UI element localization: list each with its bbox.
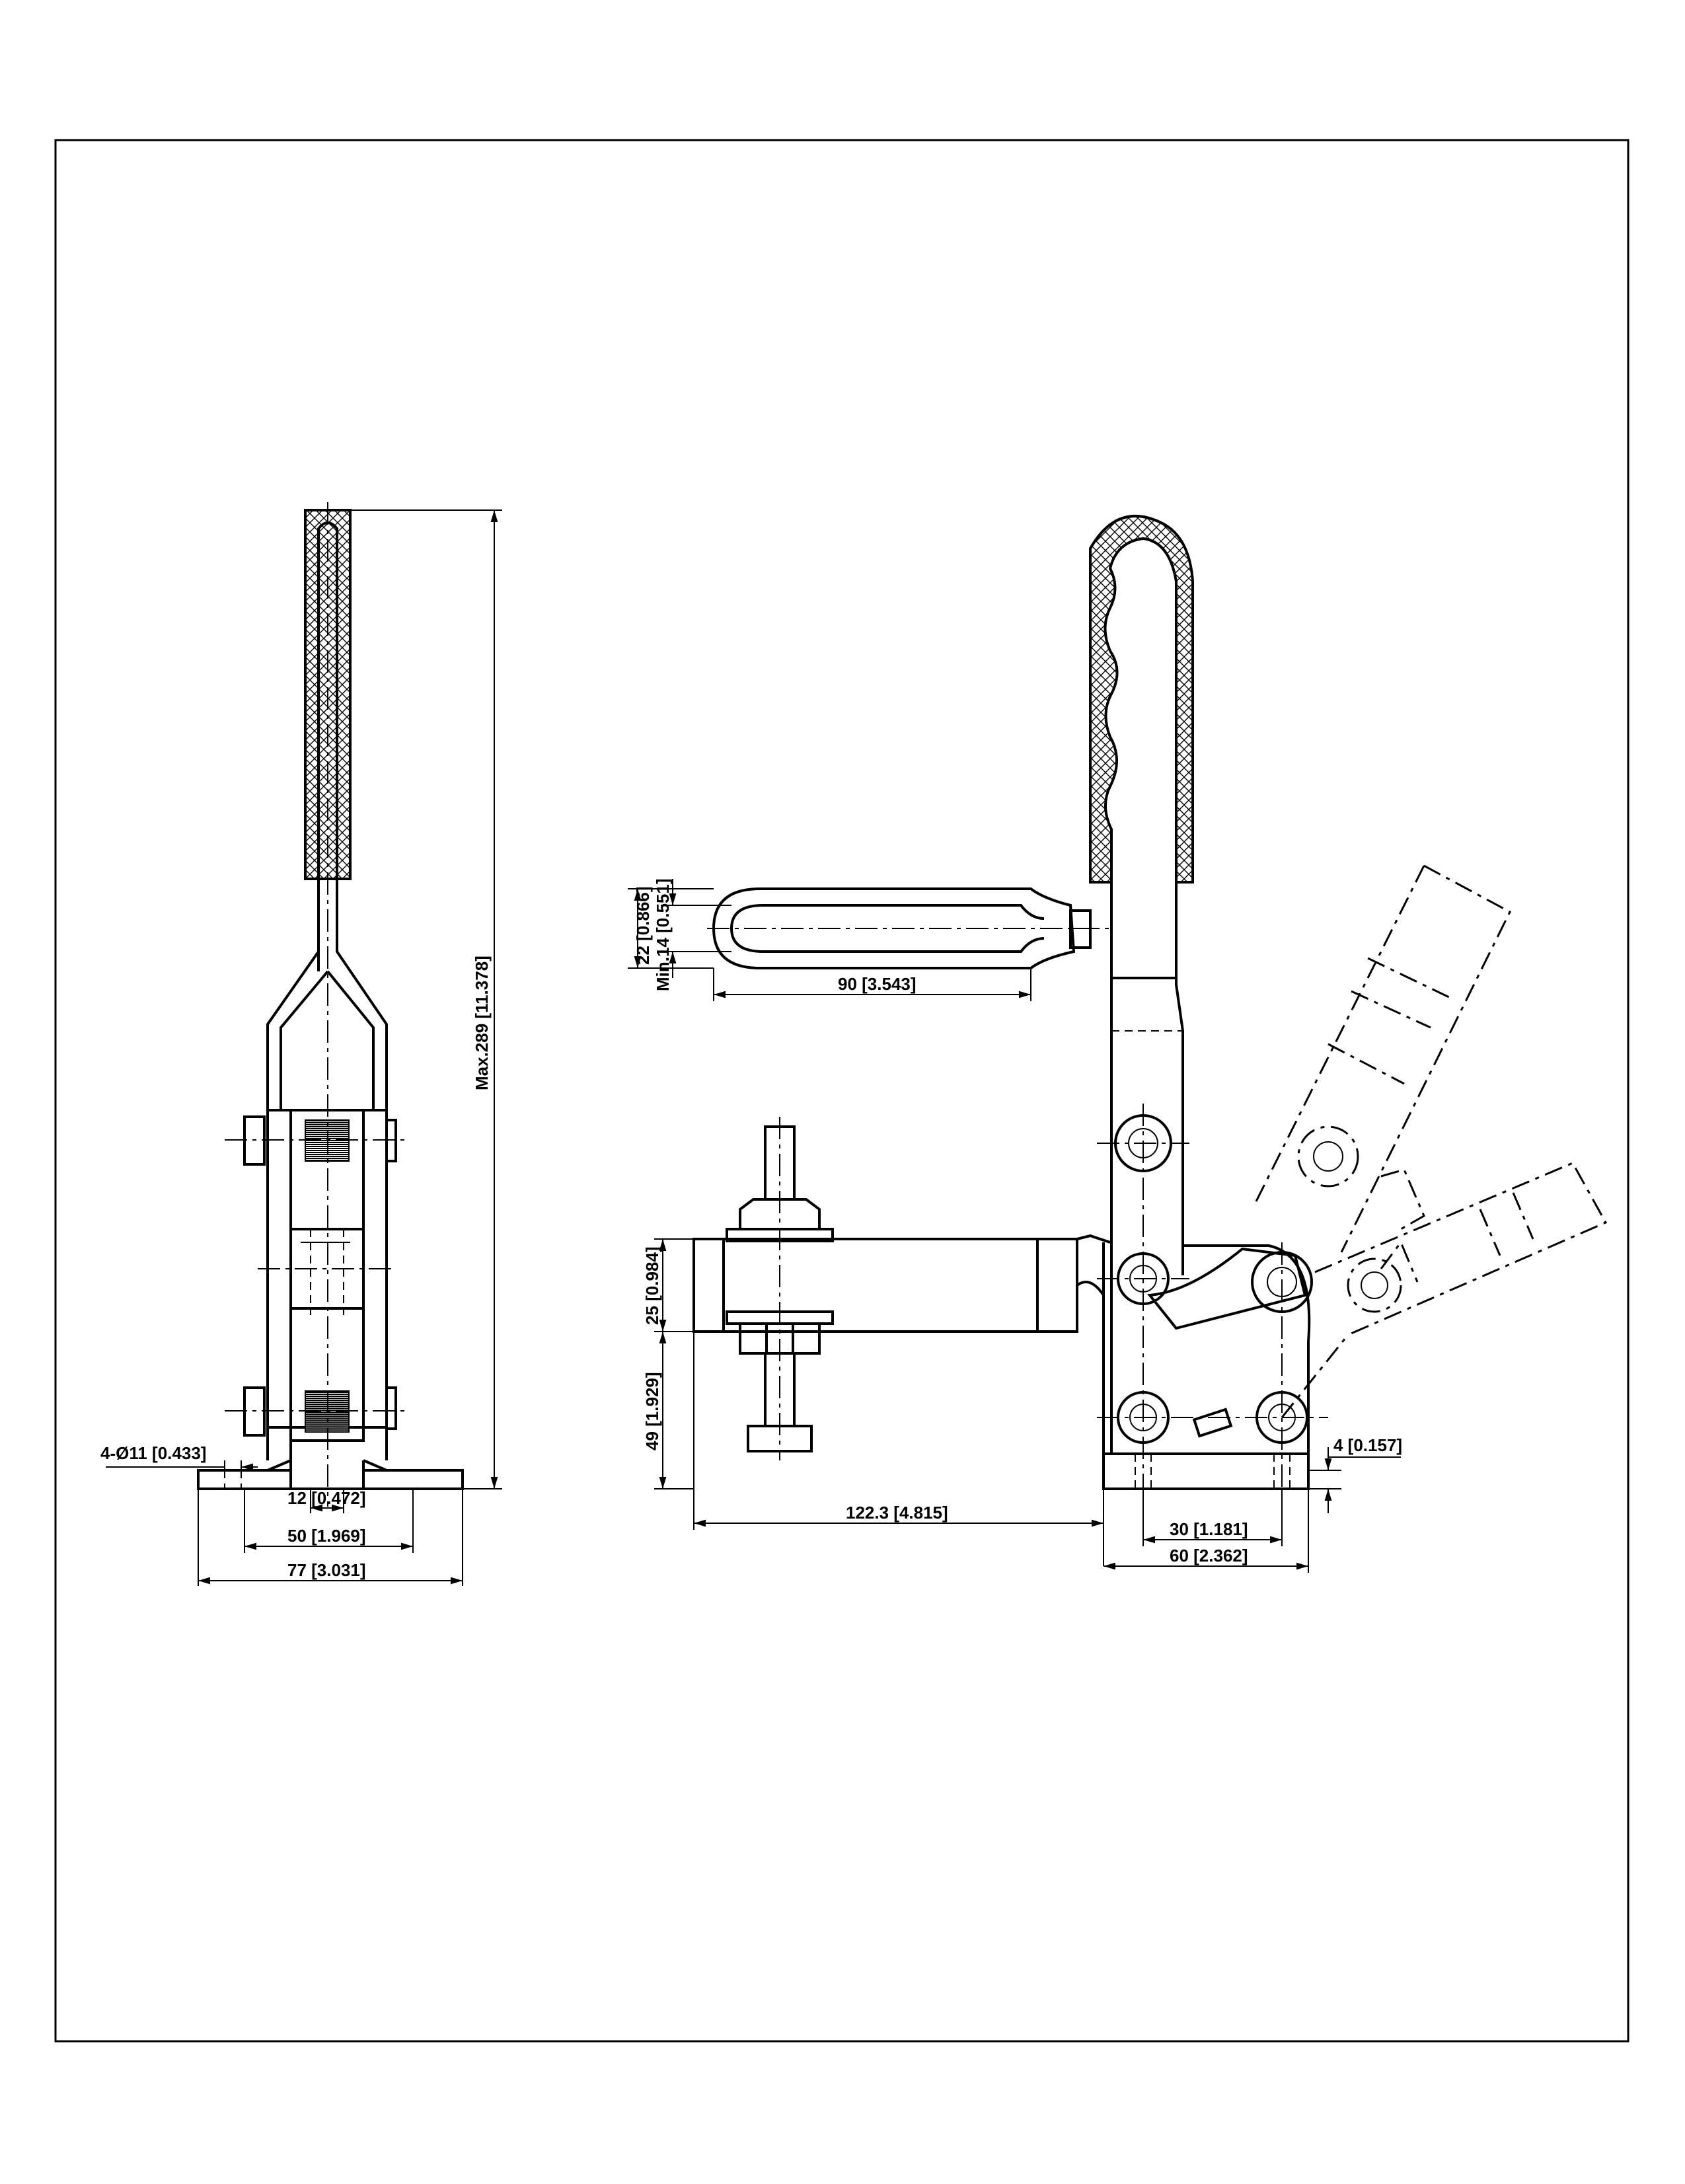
dim-spacing-30: 30 [1.181] <box>1170 1519 1248 1539</box>
slot-detail <box>712 887 1076 969</box>
side-view: Max.289 [11.378] 4-Ø11 [0.433] 12 [0.472… <box>100 502 502 1586</box>
dim-reach-122: 122.3 [4.815] <box>846 1503 948 1523</box>
dim-width-12: 12 [0.472] <box>287 1488 366 1508</box>
dim-width-77: 77 [3.031] <box>287 1560 366 1580</box>
dim-slot-min14: Min.14 [0.551] <box>653 878 673 991</box>
sheet-border <box>54 139 1629 2043</box>
dim-thickness-4: 4 [0.157] <box>1333 1435 1402 1455</box>
clamp-body <box>1102 1242 1311 1490</box>
dim-width-50: 50 [1.969] <box>287 1526 366 1546</box>
front-view: 22 [0.866] Min.14 [0.551] 90 [3.543] 25 … <box>628 515 1608 1573</box>
dim-slot-22: 22 [0.866] <box>633 886 653 965</box>
dim-arm-25: 25 [0.984] <box>642 1246 662 1325</box>
dim-base-49: 49 [1.929] <box>642 1372 662 1450</box>
spindle-arm <box>693 1238 1078 1333</box>
front-handle-grip <box>1089 515 1194 884</box>
dim-hole-count-dia: 4-Ø11 [0.433] <box>100 1443 206 1463</box>
phantom-handle-open <box>1254 864 1511 1253</box>
phantom-arm-open <box>1281 1162 1608 1418</box>
dim-slot-90: 90 [3.543] <box>838 974 917 994</box>
dim-max-height: Max.289 [11.378] <box>472 956 492 1090</box>
dim-width-60: 60 [2.362] <box>1170 1546 1248 1565</box>
